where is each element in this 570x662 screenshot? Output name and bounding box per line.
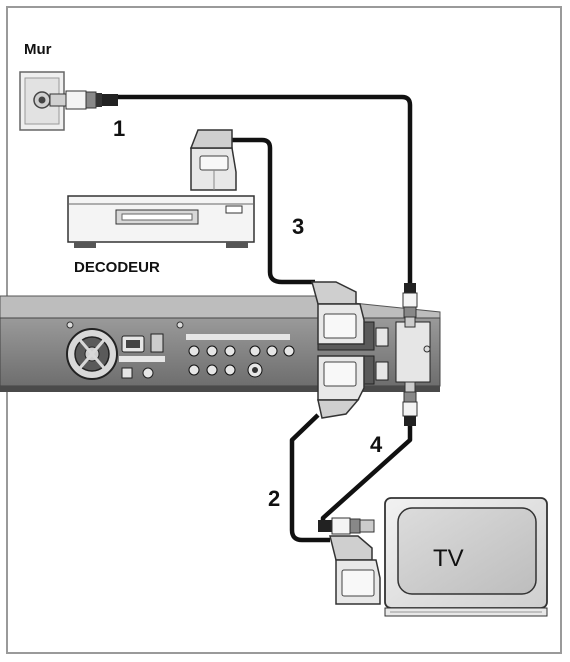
fan-icon bbox=[66, 328, 118, 380]
decoder-scart-plug bbox=[189, 129, 237, 191]
cable-3-scart-decoder bbox=[232, 137, 315, 285]
decoder-device bbox=[67, 195, 255, 248]
wall-socket bbox=[19, 71, 118, 131]
step-4-label: 4 bbox=[370, 432, 383, 457]
recorder-device bbox=[0, 295, 441, 392]
cable-2-scart-tv bbox=[289, 413, 330, 543]
tv-rf-plug bbox=[318, 517, 375, 535]
rf-plug-in bbox=[402, 283, 418, 328]
rf-plug-out bbox=[402, 381, 418, 426]
tv-scart-plug bbox=[329, 535, 381, 605]
cable-1-rf-wall bbox=[118, 94, 413, 285]
step-3-label: 3 bbox=[292, 214, 304, 239]
decoder-label: DECODEUR bbox=[74, 259, 160, 276]
recorder-scart-plug-bottom bbox=[317, 355, 365, 419]
tv-device bbox=[384, 497, 548, 617]
cables bbox=[118, 94, 413, 543]
recorder-scart-plug-top bbox=[311, 281, 365, 345]
step-2-label: 2 bbox=[268, 486, 280, 511]
tv-label: TV bbox=[433, 545, 464, 572]
wall-label: Mur bbox=[24, 41, 52, 58]
step-1-label: 1 bbox=[113, 116, 125, 141]
